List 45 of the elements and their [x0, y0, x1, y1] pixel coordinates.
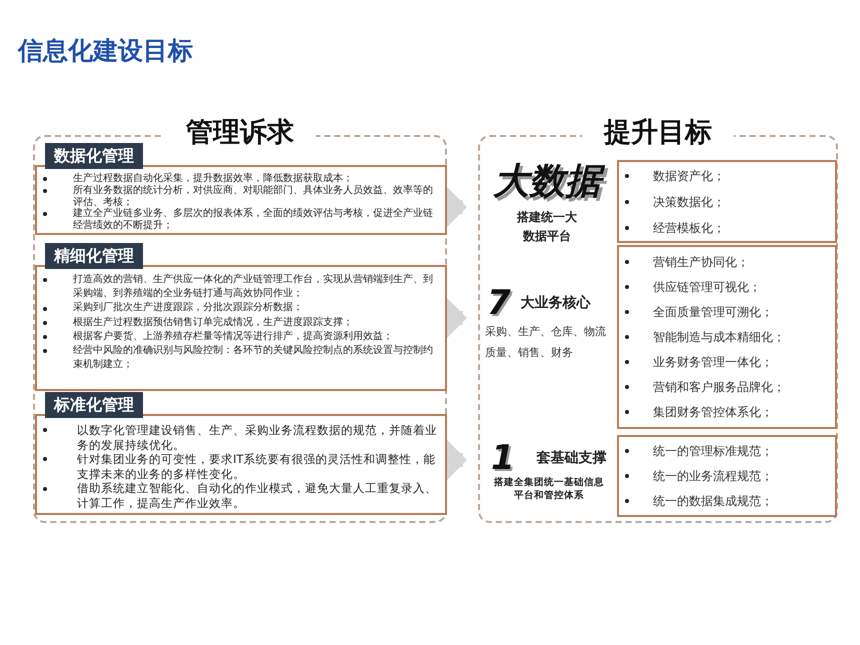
bullet-item: 集团财务管控体系化；	[653, 404, 773, 418]
bullet-item: 生产过程数据自动化采集，提升数据效率，降低数据获取成本；	[73, 173, 353, 184]
bullet-item: 供应链管理可视化；	[653, 280, 761, 294]
section-tab: 数据化管理	[45, 143, 143, 169]
bullet-item: 统一的管理标准规范；	[653, 444, 773, 458]
bullet-box	[35, 414, 447, 515]
bullet-box	[35, 165, 447, 235]
bullet-item: 营销生产协同化；	[653, 254, 749, 268]
bullet-box	[617, 245, 837, 429]
bullet-item: 根据生产过程数据预估销售订单完成情况，生产进度跟踪支撑；	[73, 316, 353, 328]
subheading: 大业务核心	[520, 294, 591, 312]
bullet-item: 智能制造与成本精细化；	[653, 330, 785, 344]
block-arrow	[446, 439, 467, 481]
subtitle: 搭建统一大数据平台	[516, 209, 578, 245]
bullet-box	[617, 435, 837, 517]
bullet-item: 经营模板化；	[653, 220, 725, 234]
bullet-item: 以数字化管理建设销售、生产、采购业务流程数据的规范，并随着业务的发展持续优化。	[77, 423, 437, 452]
bullet-item: 借助系统建立智能化、自动化的作业模式，避免大量人工重复录入、计算工作，提高生产作业效率。	[77, 481, 437, 510]
bullet-item: 所有业务数据的统计分析，对供应商、对职能部门、具体业务人员效益、效率等的评估、考核；	[73, 184, 433, 208]
bullet-item: 业务财务管理一体化；	[653, 354, 773, 368]
section-tab: 精细化管理	[45, 243, 143, 269]
bullet-item: 针对集团业务的可变性，要求IT系统要有很强的灵活性和调整性，能支撑未来的业务的多样性变化。	[77, 452, 436, 481]
bullet-item: 经营中风险的准确识别与风险控制：各环节的关键风险控制点的系统设置与控制约束机制建立；	[73, 345, 433, 370]
bullet-box	[35, 265, 447, 391]
bullet-item: 决策数据化；	[653, 194, 725, 208]
description: 采购、生产、仓库、物流质量、销售、财务	[485, 324, 607, 361]
big-heading: 大数据	[481, 160, 613, 204]
bullet-item: 统一的数据集成规范；	[653, 494, 773, 508]
section-tab: 标准化管理	[45, 392, 143, 418]
block-arrow	[446, 297, 467, 339]
block-arrow	[446, 186, 467, 228]
bullet-item: 打造高效的营销、生产供应一体化的产业链管理工作台，实现从营销端到生产、到采购端、到养殖端的全业务链打通与高效协同作业；	[73, 274, 433, 300]
bullet-item: 全面质量管理可溯化；	[653, 304, 773, 318]
big-number: 1	[491, 440, 515, 476]
description: 搭建全集团统一基础信息平台和管控体系	[493, 476, 605, 502]
subheading: 套基础支撑	[536, 449, 607, 467]
bullet-item: 营销和客户服务品牌化；	[653, 380, 785, 394]
bullet-item: 根据客户要货、上游养殖存栏量等情况等进行排产，提高资源利用效益；	[73, 330, 393, 342]
bullet-item: 采购到厂批次生产进度跟踪，分批次跟踪分析数据；	[73, 302, 303, 314]
bullet-box	[617, 160, 837, 243]
big-number: 7	[487, 285, 511, 321]
page-title: 信息化建设目标	[18, 35, 193, 67]
bullet-item: 建立全产业链多业务、多层次的报表体系，全面的绩效评估与考核，促进全产业链经营绩效的不断提升；	[73, 208, 433, 232]
bullet-item: 统一的业务流程规范；	[653, 468, 773, 482]
bullet-item: 数据资产化；	[653, 168, 725, 182]
